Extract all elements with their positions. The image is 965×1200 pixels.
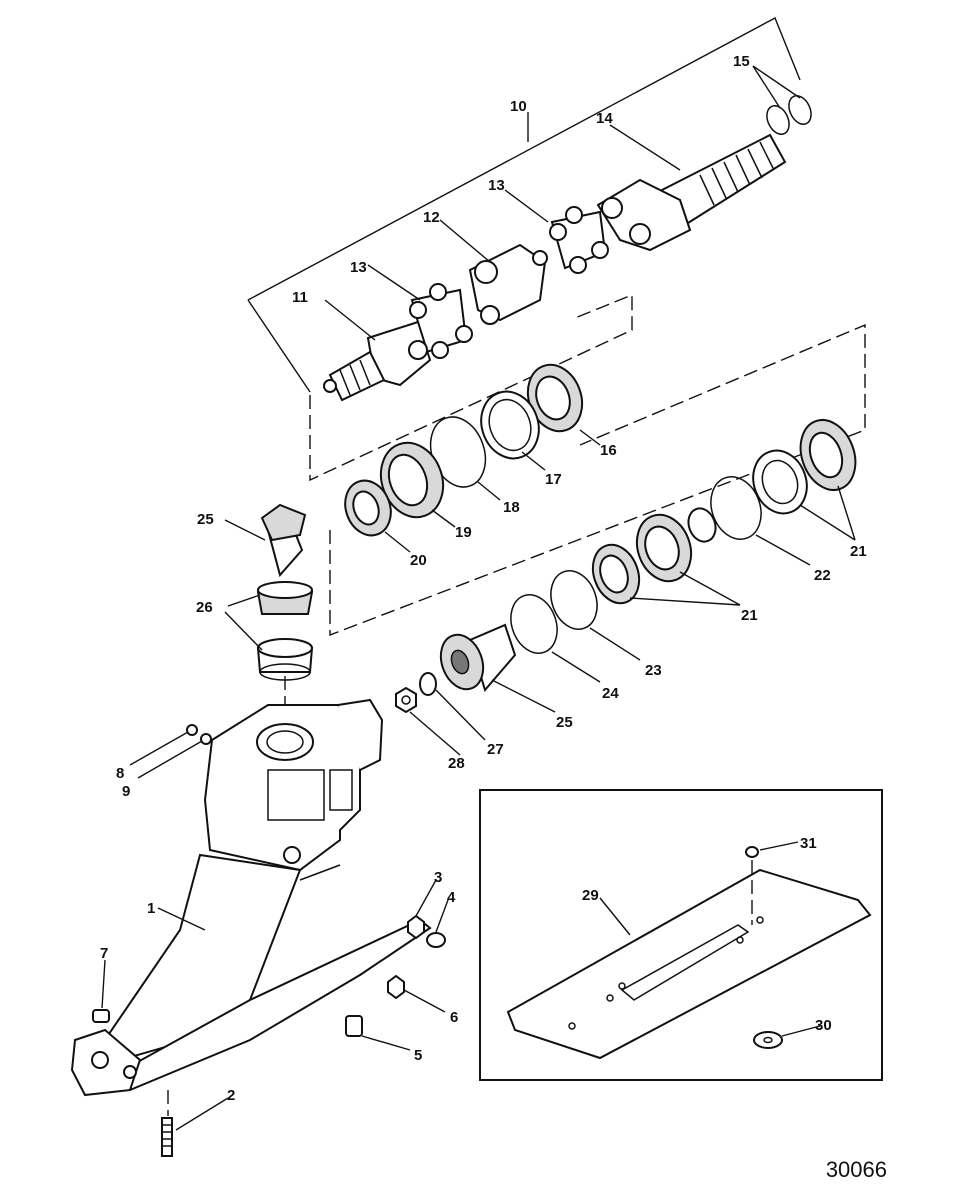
leader-lines [101, 65, 856, 1131]
bearing-21-middle [591, 543, 641, 605]
bearing-26 [256, 581, 314, 615]
shim-17 [480, 390, 540, 460]
callout-22: 22 [814, 567, 831, 584]
plug-7 [92, 1009, 110, 1023]
bevel-gear-25 [439, 623, 517, 693]
callout-11: 11 [292, 289, 308, 306]
callout-14: 14 [596, 110, 613, 127]
callout-17: 17 [545, 471, 562, 488]
nut-3 [407, 914, 425, 940]
washer-9 [200, 733, 212, 745]
spacer-ring [687, 507, 717, 543]
callout-2: 2 [227, 1087, 235, 1104]
callout-7: 7 [100, 945, 108, 962]
callout-19: 19 [455, 524, 472, 541]
callout-3: 3 [434, 869, 442, 886]
driveshaft-group-bracket [247, 17, 801, 393]
u-joint-cross-13-lower [409, 283, 473, 359]
bearing-cup-26 [256, 638, 314, 681]
callout-10: 10 [510, 98, 527, 115]
callout-1: 1 [147, 900, 155, 917]
callout-24: 24 [602, 685, 619, 702]
callout-9: 9 [122, 783, 130, 800]
stud-2 [161, 1117, 173, 1157]
callout-21-middle: 21 [741, 607, 758, 624]
callout-8: 8 [116, 765, 124, 782]
o-rings-15 [766, 95, 812, 135]
callout-27: 27 [487, 741, 504, 758]
callout-25-gear: 25 [556, 714, 573, 731]
figure-number: 30066 [825, 1157, 887, 1182]
callout-28: 28 [448, 755, 465, 772]
plate-29 [506, 868, 872, 1060]
callout-25-pinion: 25 [197, 511, 214, 528]
bearing-cup-21-middle [635, 513, 693, 583]
callout-13-upper: 13 [488, 177, 505, 194]
callout-6: 6 [450, 1009, 458, 1026]
callout-20: 20 [410, 552, 427, 569]
bearing-cup-19 [379, 441, 445, 519]
dashed-group-outline-right [329, 323, 866, 637]
inset-box [479, 789, 883, 1081]
u-joint-cross-13-upper [549, 206, 609, 274]
callout-18: 18 [503, 499, 520, 516]
shim-22 [710, 476, 762, 540]
callout-31: 31 [800, 835, 817, 852]
shaft-14 [596, 133, 787, 252]
pinion-gear-25 [260, 503, 307, 578]
callout-12: 12 [423, 209, 440, 226]
screw-8 [186, 724, 198, 736]
sleeve-5 [345, 1015, 363, 1037]
washer-4 [426, 932, 446, 948]
washer-27 [419, 672, 437, 696]
ring-24 [510, 594, 558, 654]
screw-31 [745, 846, 759, 858]
callout-13-lower: 13 [350, 259, 367, 276]
bearing-cup-21-right [752, 449, 808, 515]
callout-16: 16 [600, 442, 617, 459]
seal-20 [344, 479, 392, 537]
nut-28 [395, 686, 417, 714]
callout-29: 29 [582, 887, 599, 904]
input-shaft-11 [323, 320, 432, 402]
callout-15: 15 [733, 53, 750, 70]
dashed-group-outline-left [309, 293, 633, 482]
bearing-21-right [799, 419, 857, 491]
callout-30: 30 [815, 1017, 832, 1034]
callout-5: 5 [414, 1047, 422, 1064]
callout-21-right: 21 [850, 543, 867, 560]
callout-23: 23 [645, 662, 662, 679]
nut-6 [387, 974, 405, 1000]
washer-30 [753, 1031, 783, 1049]
callout-26: 26 [196, 599, 213, 616]
gear-housing-1 [70, 698, 432, 1097]
ring-23 [550, 570, 598, 630]
callout-4: 4 [447, 889, 456, 906]
yoke-12 [468, 243, 548, 325]
